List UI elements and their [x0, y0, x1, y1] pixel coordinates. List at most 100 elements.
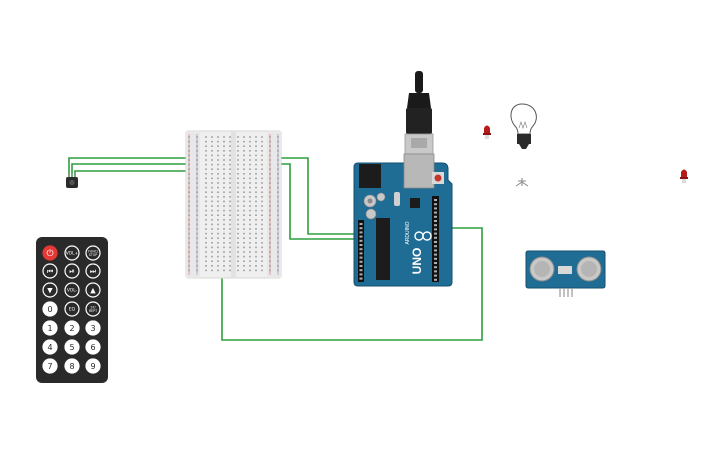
- breadboard-hole: [269, 200, 271, 203]
- led-right[interactable]: [680, 169, 688, 184]
- remote-button-label: 7: [47, 362, 52, 371]
- remote-button-15[interactable]: 4: [42, 339, 58, 355]
- remote-button-1[interactable]: VOL+: [64, 245, 80, 261]
- breadboard-hole: [229, 205, 231, 207]
- remote-button-19[interactable]: 8: [64, 358, 80, 374]
- breadboard-hole: [229, 223, 231, 226]
- breadboard-hole: [211, 159, 213, 161]
- wire-ground-loop[interactable]: [221, 172, 483, 341]
- breadboard-hole: [277, 182, 279, 184]
- breadboard-hole: [188, 145, 190, 147]
- breadboard-hole: [205, 177, 207, 180]
- breadboard-hole: [188, 205, 190, 207]
- remote-button-12[interactable]: 1: [42, 320, 58, 336]
- breadboard-hole: [261, 173, 263, 175]
- remote-button-inner: [43, 246, 57, 260]
- breadboard-hole: [205, 150, 207, 152]
- breadboard-hole: [243, 237, 245, 239]
- header-pin: [434, 257, 437, 260]
- breadboard-hole: [188, 209, 190, 212]
- breadboard-hole: [261, 182, 263, 184]
- remote-button-14[interactable]: 3: [85, 320, 101, 336]
- arduino-uno[interactable]: ARDUINO UNO: [353, 153, 453, 287]
- breadboard-hole: [261, 177, 263, 180]
- remote-button-7[interactable]: VOL-: [64, 282, 80, 298]
- remote-button-face: [85, 320, 101, 336]
- breadboard-hole: [255, 177, 257, 180]
- breadboard-hole: [217, 260, 219, 262]
- breadboard-hole: [196, 205, 198, 207]
- breadboard-hole: [237, 246, 239, 249]
- remote-button-11[interactable]: ST/REPT: [85, 301, 101, 317]
- remote-button-3[interactable]: ⏮: [42, 263, 58, 279]
- usb-cable[interactable]: [404, 71, 434, 155]
- breadboard-hole: [237, 159, 239, 161]
- breadboard-hole: [255, 150, 257, 152]
- breadboard-hole: [223, 205, 225, 207]
- remote-button-0[interactable]: ⏻: [42, 245, 58, 261]
- breadboard-hole: [196, 182, 198, 184]
- breadboard-hole: [188, 163, 190, 166]
- breadboard-hole: [205, 182, 207, 184]
- breadboard-hole: [223, 260, 225, 262]
- remote-button-4[interactable]: ⏯: [64, 263, 80, 279]
- remote-button-17[interactable]: 6: [85, 339, 101, 355]
- remote-button-16[interactable]: 5: [64, 339, 80, 355]
- breadboard-hole: [277, 163, 279, 166]
- remote-button-label: ⏻: [46, 248, 53, 259]
- remote-button-10[interactable]: EQ: [64, 301, 80, 317]
- header-pin: [359, 256, 363, 259]
- ultrasonic-sensor[interactable]: [525, 250, 606, 297]
- breadboard-hole: [217, 196, 219, 198]
- breadboard-hole: [255, 251, 257, 253]
- breadboard-hole: [237, 150, 239, 152]
- breadboard-hole: [217, 173, 219, 175]
- wire-ir-signal[interactable]: [68, 157, 356, 235]
- breadboard-hole: [269, 182, 271, 184]
- breadboard-hole: [277, 228, 279, 230]
- remote-button-20[interactable]: 9: [85, 358, 101, 374]
- breadboard-hole: [223, 251, 225, 253]
- breadboard-hole: [269, 154, 271, 157]
- breadboard-hole: [217, 168, 219, 170]
- breadboard-hole: [211, 223, 213, 226]
- remote-button-9[interactable]: 0: [42, 301, 58, 317]
- remote-button-18[interactable]: 7: [42, 358, 58, 374]
- led-left[interactable]: [483, 125, 491, 140]
- remote-button-6[interactable]: ▼: [42, 282, 58, 298]
- breadboard-hole: [211, 150, 213, 152]
- light-bulb[interactable]: [510, 103, 537, 149]
- breadboard-hole: [223, 173, 225, 175]
- breadboard-hole: [243, 214, 245, 216]
- breadboard[interactable]: [185, 130, 282, 279]
- breadboard-hole: [211, 205, 213, 207]
- remote-button-13[interactable]: 2: [64, 320, 80, 336]
- breadboard-hole: [255, 255, 257, 258]
- arduino-logo: [414, 231, 432, 241]
- wire-ir-power[interactable]: [71, 163, 356, 240]
- breadboard-hole: [223, 209, 225, 212]
- remote-button-8[interactable]: ▲: [85, 282, 101, 298]
- breadboard-hole: [261, 150, 263, 152]
- remote-button-5[interactable]: ⏭: [85, 263, 101, 279]
- breadboard-hole: [255, 168, 257, 170]
- breadboard-hole: [237, 228, 239, 230]
- breadboard-hole: [237, 168, 239, 170]
- bracket[interactable]: [515, 178, 529, 187]
- breadboard-hole: [196, 145, 198, 147]
- breadboard-hole: [211, 136, 213, 138]
- breadboard-hole: [277, 251, 279, 253]
- breadboard-hole: [196, 214, 198, 216]
- breadboard-hole: [261, 186, 263, 189]
- remote-button-2[interactable]: FUNC/STOP: [85, 245, 101, 261]
- remote-button-face: [85, 339, 101, 355]
- breadboard-hole: [205, 209, 207, 212]
- breadboard-hole: [211, 200, 213, 203]
- breadboard-hole: [269, 186, 271, 189]
- breadboard-hole: [277, 242, 279, 244]
- ir-receiver[interactable]: [66, 173, 78, 188]
- breadboard-hole: [217, 163, 219, 166]
- breadboard-hole: [261, 200, 263, 203]
